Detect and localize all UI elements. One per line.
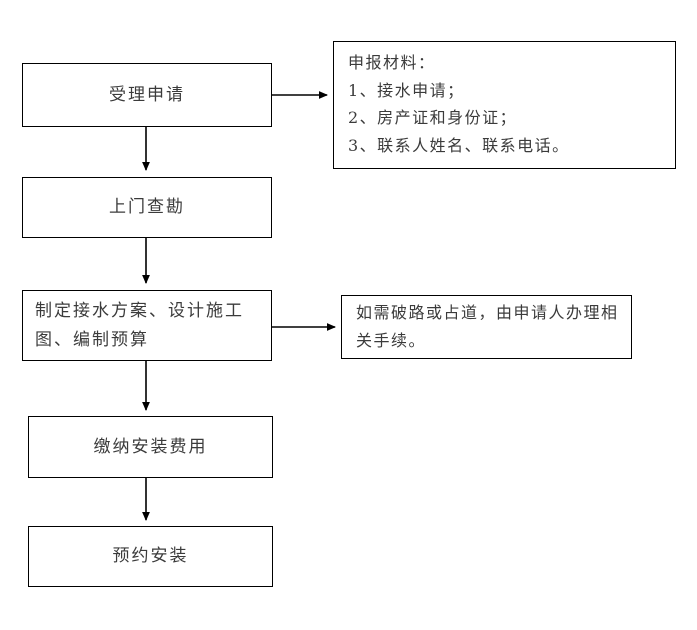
node-accept-application-label: 受理申请 [109,84,185,105]
node-onsite-survey[interactable]: 上门查勘 [22,177,272,238]
node-design-plan-label: 制定接水方案、设计施工图、编制预算 [35,300,244,350]
node-book-installation[interactable]: 预约安装 [28,526,273,587]
node-onsite-survey-label: 上门查勘 [109,197,185,218]
node-pay-installation-fee-label: 缴纳安装费用 [93,436,208,457]
note-road-excavation: 如需破路或占道，由申请人办理相关手续。 [341,295,632,359]
node-pay-installation-fee[interactable]: 缴纳安装费用 [28,416,273,478]
node-accept-application[interactable]: 受理申请 [22,63,272,127]
note-application-materials: 申报材料： 1、接水申请； 2、房产证和身份证； 3、联系人姓名、联系电话。 [333,41,676,169]
node-design-plan[interactable]: 制定接水方案、设计施工图、编制预算 [22,290,272,361]
node-book-installation-label: 预约安装 [112,546,189,567]
